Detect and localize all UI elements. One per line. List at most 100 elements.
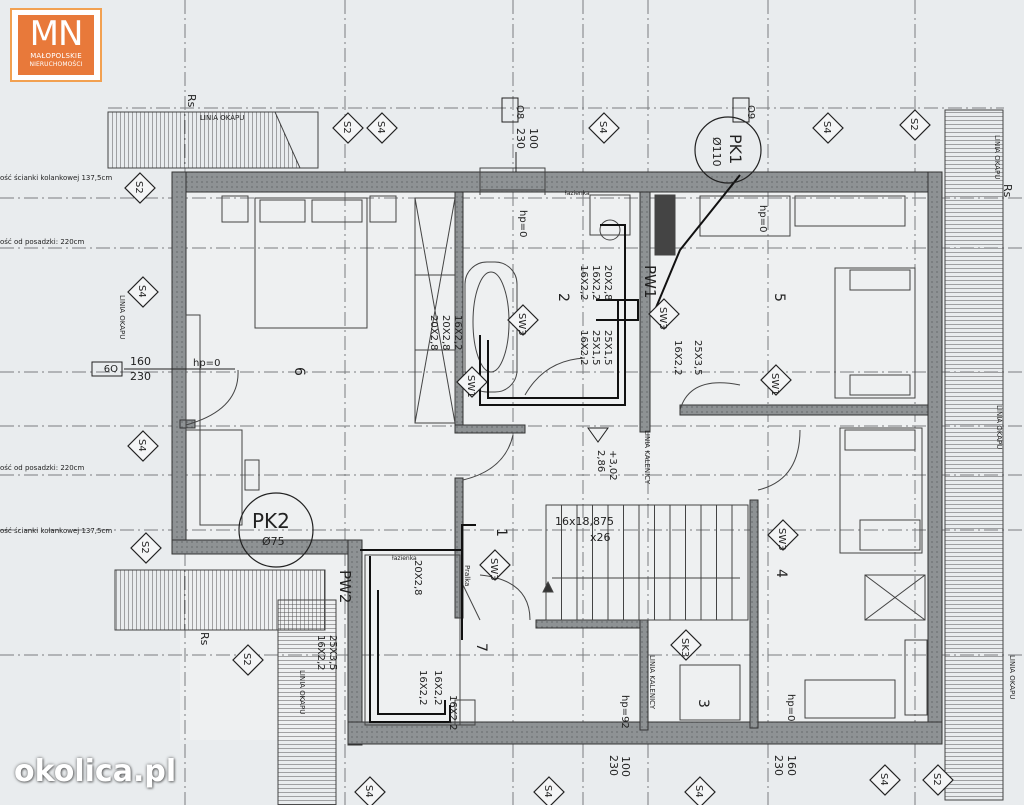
section-marker-sw1: SW1: [760, 364, 792, 396]
label-lazienka: łazienka: [392, 555, 417, 562]
section-marker-label: S4: [363, 785, 374, 798]
watermark-text: okolica.pl: [14, 754, 177, 789]
section-marker-s4: S4: [533, 776, 565, 805]
pipe-label: 16X2,2: [315, 635, 326, 670]
logo-line-2: NIERUCHOMOŚCI: [29, 61, 83, 68]
section-marker-sw3: SW3: [767, 519, 799, 551]
stairs-dims: 16x18,875: [555, 515, 614, 528]
pipe-label: 20X2,8: [440, 315, 451, 350]
section-marker-s2: S2: [899, 109, 931, 141]
rs-label: Rs: [185, 94, 198, 108]
chimney-pk1: PK1 Ø110: [694, 116, 762, 184]
furniture: [185, 167, 928, 726]
logo-badge: MN MAŁOPOLSKIE NIERUCHOMOŚCI: [18, 15, 94, 75]
window-bottom-2-sill: 160: [785, 755, 798, 776]
label-floor-height-top: ość od posadzki: 220cm: [0, 238, 85, 246]
section-marker-label: S4: [375, 121, 386, 134]
riser-pw2: PW2: [336, 570, 354, 603]
label-linia-okapu: LINIA OKAPU: [993, 135, 1001, 179]
section-marker-sw1: SW1: [456, 366, 488, 398]
section-marker-s4: S4: [684, 776, 716, 805]
inner-walls: [179, 191, 929, 731]
pipe-label: 25X3,5: [327, 635, 338, 670]
section-marker-label: S4: [693, 785, 704, 798]
stairs-count: x26: [590, 531, 611, 544]
section-marker-label: S2: [241, 653, 252, 666]
section-marker-label: S4: [878, 773, 889, 786]
room-number-2: 2: [555, 293, 571, 302]
chimney-pk2: PK2 Ø75: [238, 492, 314, 568]
section-marker-s2: S2: [124, 172, 156, 204]
section-marker-label: S2: [139, 541, 150, 554]
label-linia-okapu: LINIA OKAPU: [298, 670, 306, 714]
agency-logo: MN MAŁOPOLSKIE NIERUCHOMOŚCI: [10, 8, 102, 82]
section-marker-s4: S4: [127, 276, 159, 308]
pipe-label: 16X2,2: [447, 695, 458, 730]
pipe-label: 25X1,5: [590, 330, 601, 365]
pipe-label: 16X2,2: [578, 265, 589, 300]
section-marker-s4: S4: [366, 112, 398, 144]
window-bottom-2: 160 230 hp=0: [772, 694, 798, 776]
section-marker-label: S2: [133, 181, 144, 194]
plumbing: [360, 174, 741, 723]
section-marker-label: S4: [597, 121, 608, 134]
section-marker-s2: S2: [232, 644, 264, 676]
section-marker-sw3: SW3: [507, 304, 539, 336]
section-marker-s2: S2: [332, 112, 364, 144]
room-number-5: 5: [771, 293, 787, 302]
window-bottom-1: 100 230 hp=92: [607, 695, 632, 777]
level-top: +3,02: [607, 450, 618, 481]
section-marker-s4: S4: [127, 430, 159, 462]
room-numbers: 1 2 3 4 5 6 7: [291, 293, 789, 708]
window-bottom-2-hp: hp=0: [785, 694, 796, 721]
window-top: O8 100 230 hp=0: [501, 97, 540, 237]
label-linia-kalenicy: LINIA KALENICY: [643, 430, 651, 485]
section-marker-label: SW1: [465, 375, 476, 398]
section-marker-label: SK3: [679, 638, 690, 657]
window-top-hp: hp=0: [517, 210, 528, 237]
window-left-height: 230: [130, 370, 151, 383]
staircase: [542, 504, 749, 621]
room-number-3: 3: [695, 699, 711, 708]
window-left-hp: hp=0: [193, 358, 220, 369]
pipe-label: 16X2,2: [672, 340, 683, 375]
section-marker-label: SW3: [776, 528, 787, 551]
section-marker-s2: S2: [130, 532, 162, 564]
window-top-code: O8: [514, 105, 525, 119]
riser-pw1: PW1: [641, 265, 659, 298]
section-marker-sw3: SW3: [648, 298, 680, 330]
level-bottom: 2,86: [595, 450, 606, 472]
section-marker-label: S2: [341, 121, 352, 134]
pipe-labels: 20X2,8 16X2,2 16X2,2 25X1,5 25X1,5 16X2,…: [315, 265, 703, 730]
section-marker-label: SW3: [657, 307, 668, 330]
label-linia-okapu: LINIA OKAPU: [1008, 655, 1016, 699]
window-top-height: 230: [514, 128, 527, 149]
window-bottom-1-sill: 100: [619, 756, 632, 777]
section-marker-label: SW3: [488, 558, 499, 581]
window-left-code: O9: [104, 362, 118, 373]
window-bottom-2-height: 230: [772, 755, 785, 776]
pipe-label: 16X2,2: [590, 265, 601, 300]
pipe-label: 20X2,8: [412, 560, 423, 595]
section-marker-s4: S4: [812, 112, 844, 144]
door-swings: [185, 357, 801, 621]
room-number-4: 4: [773, 569, 789, 578]
pipe-label: 20X2,8: [428, 315, 439, 350]
pk2-label: PK2: [252, 509, 290, 533]
outer-walls: [171, 171, 943, 746]
window-right: O9 hp=0: [732, 97, 768, 232]
label-knee-wall-bottom: ość ścianki kolankowej 137,5cm: [0, 527, 112, 535]
window-bottom-1-height: 230: [607, 755, 620, 776]
logo-line-1: MAŁOPOLSKIE: [30, 52, 82, 60]
pipe-label: 25X1,5: [602, 330, 613, 365]
section-marker-label: S4: [821, 121, 832, 134]
rs-label: Rs: [198, 632, 211, 646]
label-floor-height-mid: ość od posadzki: 220cm: [0, 464, 85, 472]
section-marker-s4: S4: [588, 112, 620, 144]
room-number-6: 6: [291, 367, 307, 376]
pk2-diameter: Ø75: [262, 535, 285, 548]
room-number-1: 1: [493, 528, 509, 537]
window-right-hp: hp=0: [757, 205, 768, 232]
